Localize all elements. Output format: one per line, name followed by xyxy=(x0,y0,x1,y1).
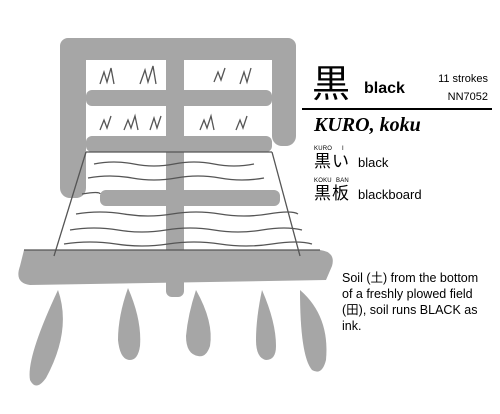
field-perspective-left xyxy=(53,151,87,257)
furigana: KOKU xyxy=(314,178,332,184)
furigana: I xyxy=(342,146,344,152)
ink-drop-5 xyxy=(300,290,327,372)
ink-drop-1 xyxy=(29,290,63,386)
mnemonic-text: Soil (土) from the bottom of a freshly pl… xyxy=(342,271,479,333)
field-right-bar xyxy=(272,38,296,146)
vocab-item: KURO I 黒い black xyxy=(314,146,494,176)
field-center-post xyxy=(166,42,184,297)
vocab-word: 黒板 xyxy=(314,184,350,204)
vocab-gloss: blackboard xyxy=(358,187,422,202)
stroke-count: 11 strokes xyxy=(438,73,488,85)
ink-drop-2 xyxy=(118,288,141,360)
vocab-item: KOKU BAN 黒板 blackboard xyxy=(314,178,494,208)
base-plank xyxy=(18,250,333,285)
kanji-reading: KURO, koku xyxy=(314,114,421,136)
header-divider xyxy=(302,108,492,110)
field-left-bar xyxy=(60,38,86,198)
vocab-gloss: black xyxy=(358,155,389,170)
field-bottom-bar xyxy=(86,136,272,152)
field-perspective-right xyxy=(271,151,301,257)
vocab-word: 黒い xyxy=(314,152,350,172)
soil-crossbar xyxy=(100,190,280,206)
furigana: KURO xyxy=(314,146,333,152)
kanji-meaning: black xyxy=(364,80,405,97)
kanji-character: 黒 xyxy=(312,62,351,106)
furigana: BAN xyxy=(336,178,349,184)
kanji-code: NN7052 xyxy=(447,91,488,103)
ink-drop-4 xyxy=(256,290,276,360)
ink-drop-3 xyxy=(186,290,211,357)
kanji-header: 黒 black 11 strokes NN7052 xyxy=(302,64,492,108)
kanji-info: 11 strokes NN7052 xyxy=(438,70,488,106)
